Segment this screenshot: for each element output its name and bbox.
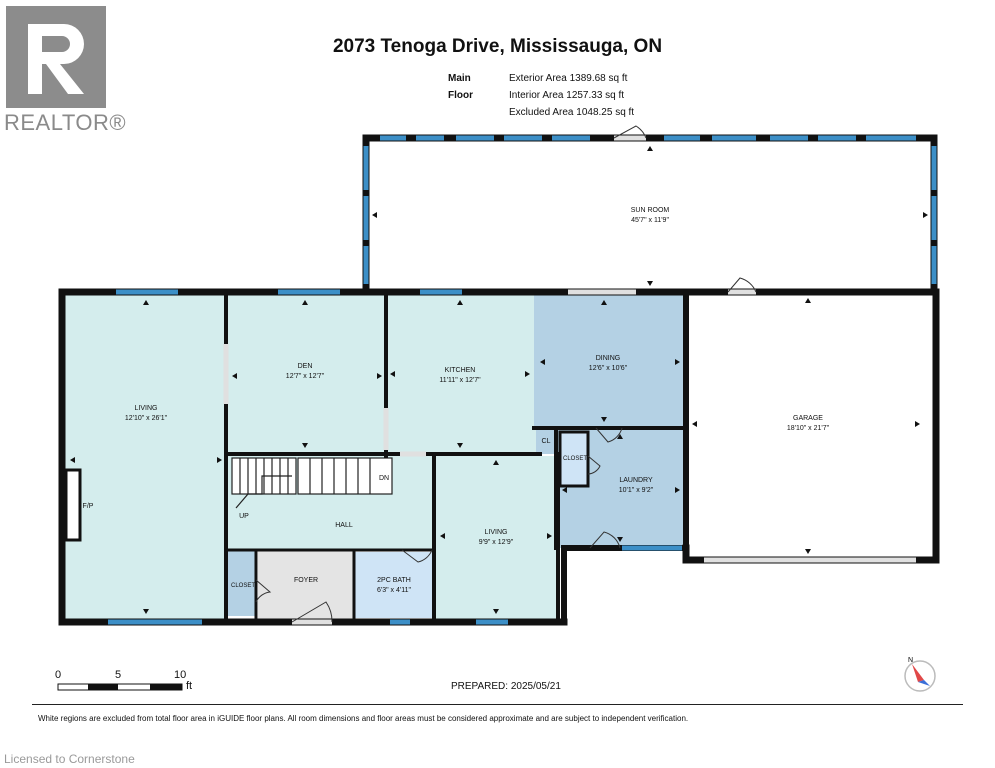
door-swings [255, 125, 757, 623]
stairs-down-label: DN [379, 475, 389, 482]
dining-name: DINING [596, 355, 621, 362]
scale-bar [57, 683, 183, 691]
excluded-area: Excluded Area 1048.25 sq ft [509, 107, 635, 118]
den-name: DEN [298, 363, 313, 370]
bath-dims: 6'3" x 4'11" [377, 587, 411, 594]
garage-name: GARAGE [793, 415, 823, 422]
staircase [231, 457, 393, 509]
scale-unit: ft [186, 680, 193, 692]
footer-divider [32, 704, 963, 705]
den-dims: 12'7" x 12'7" [286, 373, 325, 380]
closet-1-name: CLOSET [231, 583, 255, 589]
laundry-name: LAUNDRY [619, 477, 653, 484]
cl-name: CL [542, 438, 551, 445]
living-1-name: LIVING [135, 405, 158, 412]
living-2-name: LIVING [485, 529, 508, 536]
realtor-wordmark: REALTOR® [4, 110, 127, 135]
living-room-2-fill [434, 456, 558, 620]
cl-fill [536, 428, 556, 454]
laundry-dims: 10'1" x 9'2" [619, 487, 654, 494]
living-2-dims: 9'9" x 12'9" [479, 539, 514, 546]
fireplace-label: F/P [83, 503, 94, 510]
kitchen-name: KITCHEN [445, 367, 476, 374]
living-room-1-fill [64, 294, 228, 620]
interior-area: Interior Area 1257.33 sq ft [509, 90, 625, 101]
dining-fill [534, 294, 686, 428]
realtor-logo [6, 6, 106, 108]
sunroom-name: SUN ROOM [631, 207, 670, 214]
windows [108, 135, 937, 625]
living-1-dims: 12'10" x 26'1" [125, 415, 168, 422]
bath-fill [354, 552, 434, 618]
fireplace [64, 468, 82, 542]
dining-dims: 12'6" x 10'6" [589, 365, 628, 372]
foyer-fill [258, 550, 354, 620]
scale-tick-10: 10 [174, 669, 187, 681]
north-compass-icon: N [904, 657, 936, 692]
closet-2-name: CLOSET [563, 456, 587, 462]
foyer-name: FOYER [294, 577, 318, 584]
license-credit: Licensed to Cornerstone [4, 752, 135, 766]
kitchen-dims: 11'11" x 12'7" [439, 377, 481, 384]
property-title: 2073 Tenoga Drive, Mississauga, ON [332, 36, 663, 57]
floor-name: Main Floor [448, 73, 473, 101]
compass-n-label: N [908, 657, 913, 664]
openings [223, 135, 916, 625]
stairs-up-label: UP [239, 513, 249, 520]
hall-name: HALL [335, 522, 353, 529]
dimension-markers [70, 146, 928, 614]
exterior-area: Exterior Area 1389.68 sq ft [509, 73, 628, 84]
scale-tick-5: 5 [115, 669, 122, 681]
bath-name: 2PC BATH [377, 577, 411, 584]
sunroom-dims: 45'7" x 11'9" [631, 217, 669, 224]
garage-dims: 18'10" x 21'7" [787, 425, 830, 432]
closet-1-fill [228, 550, 256, 616]
scale-tick-0: 0 [55, 669, 62, 681]
disclaimer: White regions are excluded from total fl… [38, 714, 689, 723]
closet-2-fill [560, 432, 588, 486]
kitchen-fill [386, 294, 536, 454]
prepared-date: PREPARED: 2025/05/21 [451, 681, 561, 692]
den-fill [228, 294, 386, 452]
